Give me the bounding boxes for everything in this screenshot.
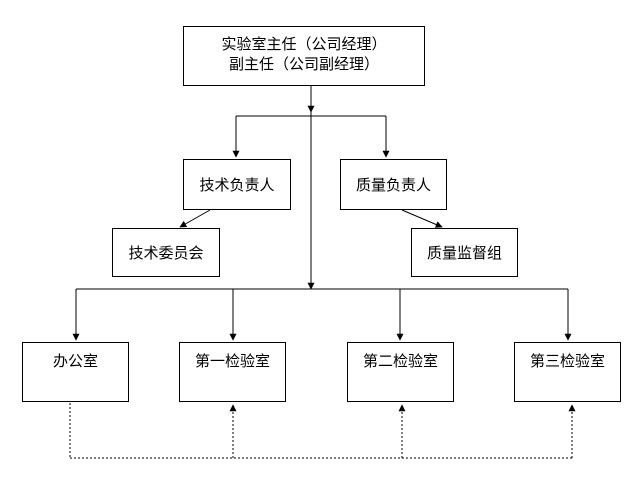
- office-label: 办公室: [52, 352, 98, 370]
- quality-supervision-group-label: 质量监督组: [426, 243, 502, 262]
- technical-committee-label: 技术委员会: [128, 243, 204, 262]
- quality-lead-box: 质量负责人: [340, 159, 447, 210]
- lab2-label: 第二检验室: [362, 352, 438, 370]
- lab1-box: 第一检验室: [179, 342, 286, 402]
- technical-committee-box: 技术委员会: [112, 228, 220, 277]
- technical-lead-label: 技术负责人: [199, 175, 275, 194]
- technical-lead-box: 技术负责人: [183, 159, 291, 210]
- quality-lead-label: 质量负责人: [355, 175, 431, 194]
- connector-quality-to-group: [401, 209, 443, 228]
- director-title: 实验室主任（公司经理）: [221, 35, 387, 53]
- quality-supervision-group-box: 质量监督组: [411, 228, 518, 277]
- lab1-label: 第一检验室: [194, 352, 270, 370]
- director-box: 实验室主任（公司经理） 副主任（公司副经理）: [183, 26, 425, 86]
- connector-tech-to-committee: [179, 209, 211, 228]
- lab3-label: 第三检验室: [529, 352, 605, 370]
- deputy-director-title: 副主任（公司副经理）: [228, 55, 379, 73]
- office-box: 办公室: [22, 342, 129, 402]
- lab2-box: 第二检验室: [347, 342, 454, 402]
- lab3-box: 第三检验室: [514, 342, 621, 402]
